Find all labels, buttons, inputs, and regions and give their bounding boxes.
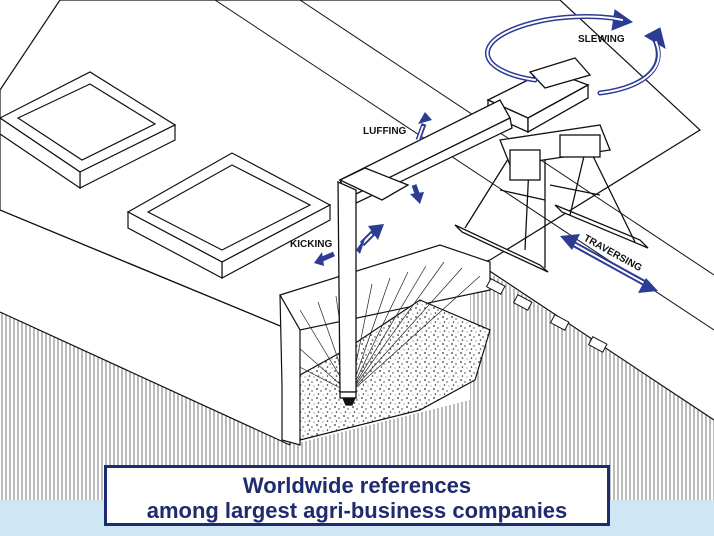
luffing-arrow-icon [410,112,432,204]
vertical-arm [337,180,357,406]
quay-wall [470,260,714,500]
hull-top-edge [0,311,291,446]
caption-line-2: among largest agri-business companies [146,498,568,523]
caption-box: Worldwide references among largest agri-… [104,465,610,526]
quay-line-2 [299,0,714,276]
boom-arm [338,99,513,207]
ship-hull-side [0,312,290,500]
traversing-arrow-icon [560,234,658,293]
hatch-cover-2 [126,152,332,280]
gantry-portal [454,124,649,273]
quay-bollards [485,278,608,353]
kicking-arrow-icon [314,224,384,266]
deck-edge [0,209,291,331]
grain-pile [281,299,491,441]
caption-line-1: Worldwide references [242,473,472,498]
kicking-label: KICKING [290,239,332,250]
slewing-label: SLEWING [578,34,625,45]
hatch-cover-1 [0,71,177,190]
slewing-arrow-inner [486,15,660,94]
luffing-label: LUFFING [363,126,407,137]
hold-wall-front [279,294,301,446]
